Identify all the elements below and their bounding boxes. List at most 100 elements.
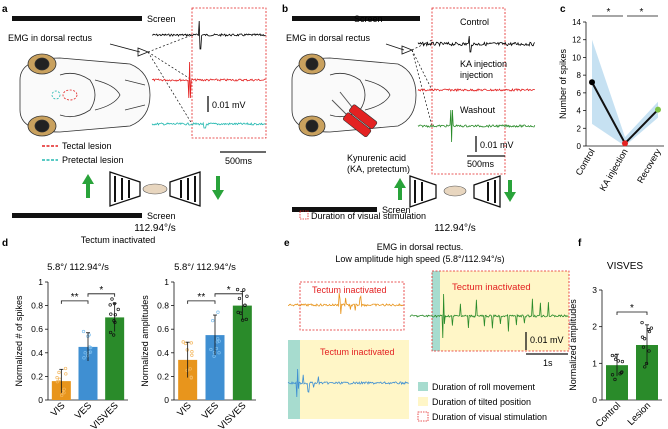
y-tick-label-c: 14 bbox=[572, 18, 581, 27]
bar-d-left-2 bbox=[105, 317, 125, 400]
trace-label-washout: Washout bbox=[460, 105, 496, 115]
dot-f bbox=[613, 357, 618, 361]
data-point-c bbox=[655, 106, 661, 113]
trace-a-pretectal bbox=[151, 121, 266, 129]
zebrafish-head-icon-b bbox=[291, 53, 417, 137]
y-axis-label-d-left: Normalized # of spikes bbox=[14, 295, 24, 387]
trace-label-ka-2: injection bbox=[460, 70, 493, 80]
dot-d-left bbox=[88, 350, 93, 354]
dot-d-right bbox=[217, 339, 221, 343]
dot-d-left bbox=[81, 329, 86, 334]
trace-label-ka: KA injection bbox=[460, 59, 507, 69]
panel-f-title: VISVES bbox=[607, 261, 643, 272]
tilted-position-area-e2 bbox=[288, 340, 409, 419]
sig-star-d-left: ** bbox=[71, 292, 79, 303]
tilted-position-area-e3 bbox=[432, 271, 569, 351]
x-tick-label-d-right: VIS bbox=[175, 400, 194, 419]
tectum-label-e2: Tectum inactivated bbox=[320, 347, 395, 357]
dot-f bbox=[619, 371, 624, 375]
dot-f bbox=[643, 365, 647, 369]
y-tick-label-f: 0 bbox=[592, 395, 597, 405]
dot-d-left bbox=[64, 372, 68, 376]
dot-d-left bbox=[89, 346, 93, 350]
y-tick-label-d-right: 1 bbox=[164, 277, 169, 287]
speed-label-a: 112.94°/s bbox=[134, 223, 176, 234]
dot-d-right bbox=[181, 340, 185, 344]
y-axis-label-d-right: Normalized amplitudes bbox=[140, 295, 150, 387]
trace-b-ka bbox=[417, 88, 535, 93]
panel-d-sub-right: 5.8°/ 112.94°/s bbox=[174, 262, 236, 273]
bar-f-1 bbox=[636, 345, 658, 400]
dot-d-right bbox=[189, 376, 193, 380]
dot-d-left bbox=[60, 393, 64, 398]
sig-star-c2: * bbox=[640, 7, 644, 18]
data-point-c bbox=[589, 79, 595, 86]
legend-pretectal-lesion: Pretectal lesion bbox=[62, 155, 124, 165]
scale-voltage-e: 0.01 mV bbox=[530, 335, 564, 345]
dot-f bbox=[642, 337, 647, 341]
dot-f bbox=[644, 361, 649, 366]
zebrafish-head-icon bbox=[19, 53, 151, 137]
panel-d-header: Tectum inactivated bbox=[81, 235, 156, 245]
electrode-icon-b bbox=[401, 45, 414, 55]
dot-f bbox=[649, 326, 654, 330]
panel-b-label: b bbox=[282, 4, 288, 15]
legend-tilted-swatch bbox=[418, 397, 428, 406]
y-tick-label-d-left: 0.2 bbox=[31, 371, 43, 381]
stimulation-box-e3 bbox=[431, 270, 570, 352]
dot-d-right bbox=[242, 288, 246, 292]
panel-e-title-2: Low amplitude high speed (5.8°/112.94°/s… bbox=[335, 254, 504, 264]
dot-d-left bbox=[82, 356, 86, 360]
dot-f bbox=[610, 353, 615, 358]
stimulation-box-b bbox=[431, 7, 506, 175]
y-axis-label-f: Normalized amplitudes bbox=[568, 299, 578, 391]
sig-bracket-d-right bbox=[187, 300, 216, 304]
y-tick-label-c: 8 bbox=[577, 71, 582, 80]
data-point-c bbox=[622, 140, 628, 147]
tectum-label-e3: Tectum inactivated bbox=[452, 282, 531, 293]
x-tick-label-d-left: VISVES bbox=[89, 400, 121, 429]
dot-d-right bbox=[237, 296, 242, 301]
sig-bracket-f bbox=[616, 311, 648, 315]
scale-time-e: 1s bbox=[543, 358, 553, 368]
dot-f bbox=[640, 335, 645, 339]
legend-visual-stim-b: Duration of visual stimulation bbox=[311, 211, 426, 221]
dot-d-left bbox=[109, 312, 113, 316]
trace-a-control bbox=[151, 20, 266, 50]
dot-f bbox=[620, 359, 625, 364]
panel-b: b Screen EMG in dorsal rectus Kynurenic … bbox=[282, 4, 536, 234]
dot-d-left bbox=[83, 351, 87, 355]
dot-d-right bbox=[211, 318, 215, 323]
dot-d-left bbox=[85, 354, 90, 358]
y-tick-label-d-right: 0.4 bbox=[157, 348, 169, 358]
panel-e: e EMG in dorsal rectus. Low amplitude hi… bbox=[284, 238, 570, 422]
dot-d-right bbox=[216, 310, 220, 314]
sig-bracket-d-left bbox=[87, 293, 116, 297]
confidence-band bbox=[592, 39, 658, 146]
y-tick-label-d-left: 0 bbox=[38, 395, 43, 405]
x-tick-label-d-left: VES bbox=[73, 400, 94, 421]
panel-d-sub-left: 5.8°/ 112.94°/s bbox=[47, 262, 109, 273]
dot-d-left bbox=[112, 319, 116, 323]
dot-d-left bbox=[116, 307, 120, 312]
trace-e-visves bbox=[409, 293, 569, 339]
screen-bar-top-b bbox=[292, 16, 420, 21]
screen-label-bottom-b: Screen bbox=[382, 205, 411, 215]
emg-label-b: EMG in dorsal rectus bbox=[286, 33, 371, 43]
sig-star-d-right: * bbox=[227, 285, 231, 296]
x-tick-label-d-right: VES bbox=[200, 400, 221, 421]
dot-d-right bbox=[236, 310, 240, 315]
sig-star-c1: * bbox=[607, 7, 611, 18]
trace-b-washout bbox=[417, 109, 536, 143]
dot-d-right bbox=[212, 350, 217, 355]
y-tick-label-d-right: 0.2 bbox=[157, 371, 169, 381]
y-tick-label-c: 6 bbox=[577, 89, 582, 98]
y-tick-label-d-right: 0 bbox=[164, 395, 169, 405]
screen-bar-bottom bbox=[12, 213, 142, 218]
dot-d-left bbox=[112, 333, 116, 337]
sig-star-d-right: ** bbox=[197, 292, 205, 303]
dot-d-left bbox=[108, 330, 113, 335]
